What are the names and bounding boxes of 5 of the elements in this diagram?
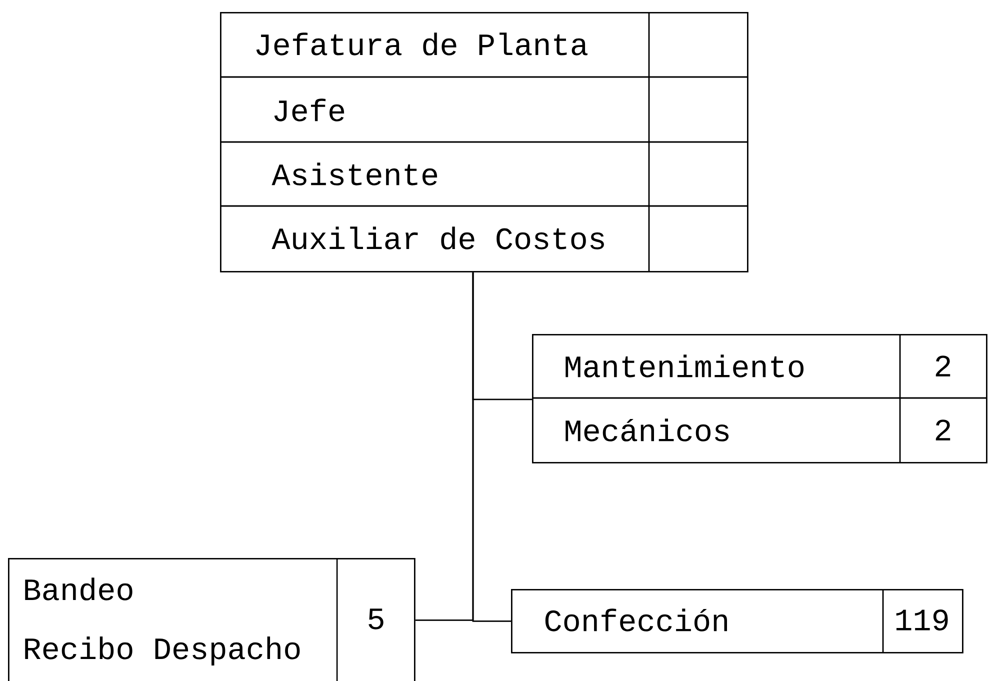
table-box: Jefatura de Planta Jefe Asistente Auxiliar de Costos — [220, 12, 748, 272]
table-box: Confección 119 — [511, 589, 964, 654]
connector-line — [472, 272, 511, 622]
table-box: Bandeo Recibo Despacho 5 — [8, 558, 416, 681]
table-box: Mantenimiento 2 Mecánicos 2 — [532, 334, 988, 464]
